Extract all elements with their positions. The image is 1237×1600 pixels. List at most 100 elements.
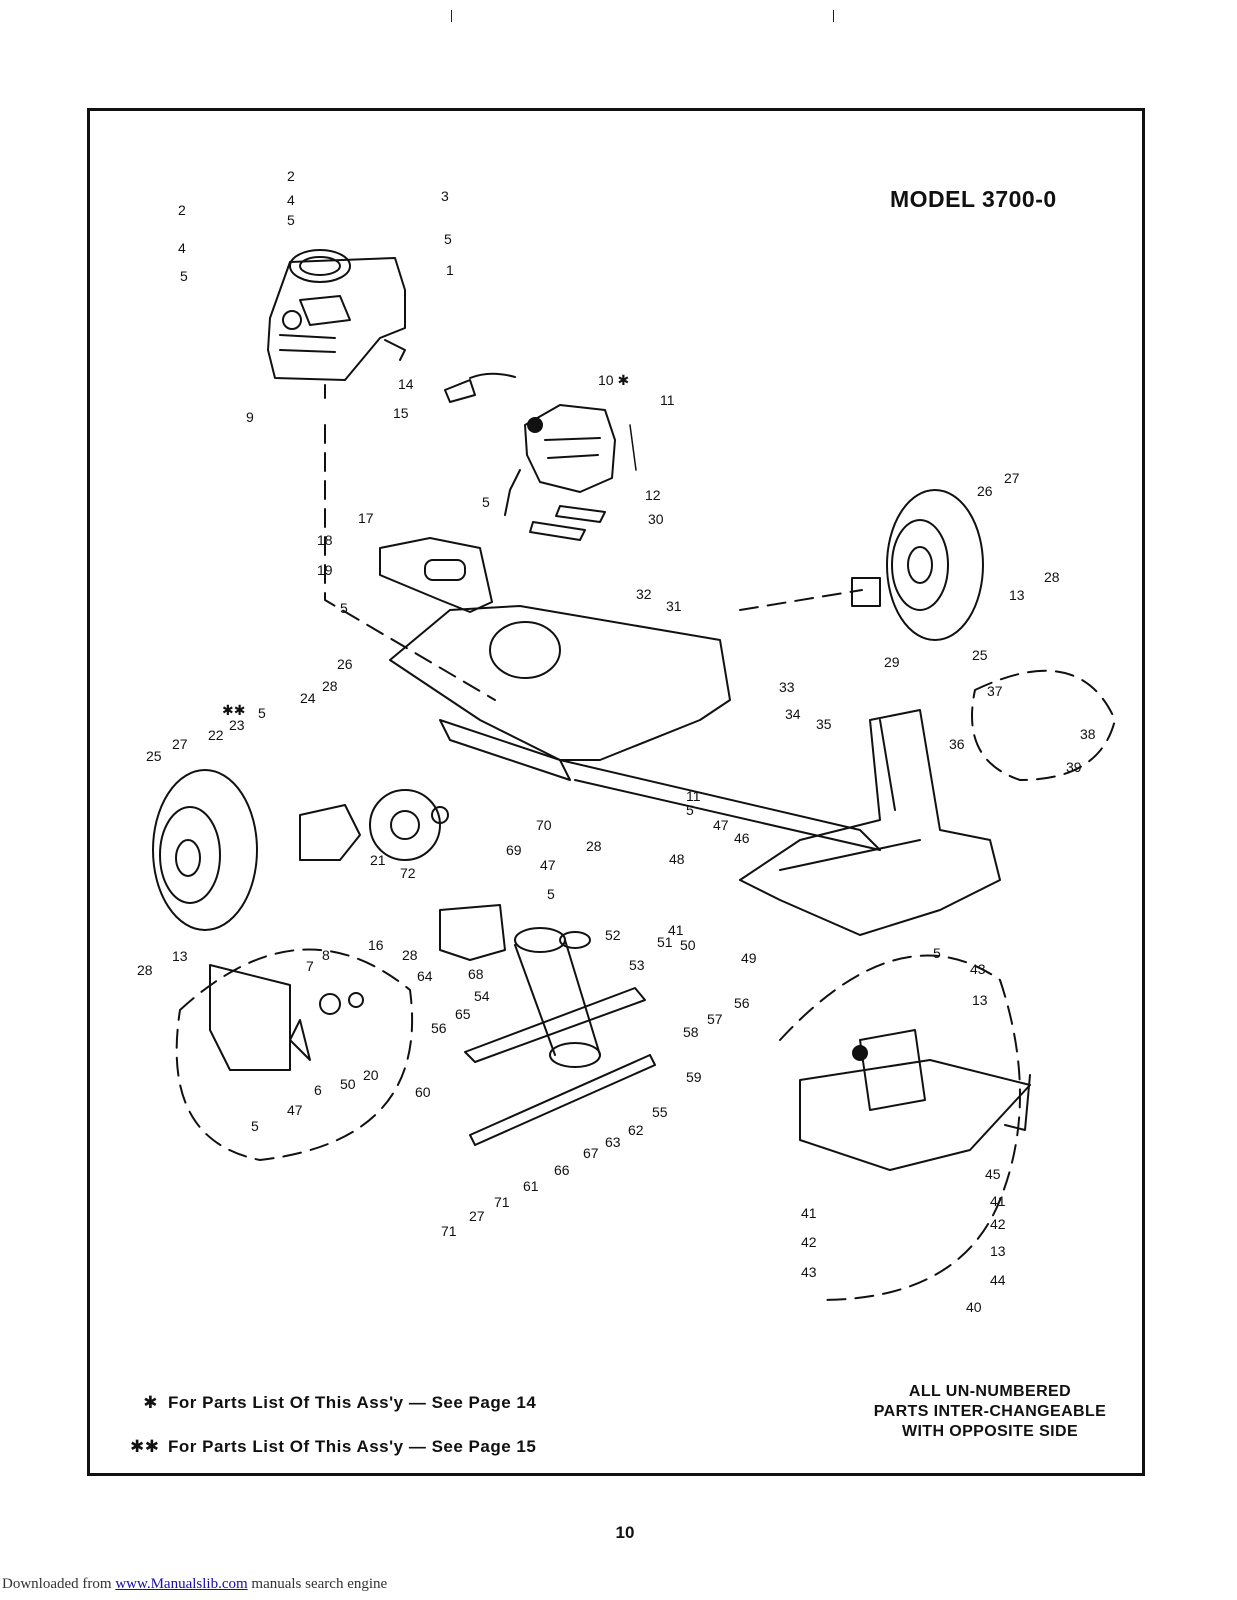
download-footer: Downloaded from www.Manualslib.com manua… bbox=[2, 1576, 387, 1593]
hub-sprocket-drawing bbox=[299, 789, 449, 861]
callout-label: 49 bbox=[741, 950, 757, 966]
callout-label: 33 bbox=[779, 679, 795, 695]
callout-label: 27 bbox=[172, 736, 188, 752]
download-suffix: manuals search engine bbox=[247, 1576, 388, 1592]
footnote-text: For Parts List Of This Ass'y — See Page … bbox=[168, 1393, 537, 1412]
callout-label: 25 bbox=[972, 647, 988, 663]
callout-label: 61 bbox=[523, 1178, 539, 1194]
callout-label: 9 bbox=[246, 409, 254, 425]
callout-label: 26 bbox=[337, 656, 353, 672]
callout-label: 35 bbox=[816, 716, 832, 732]
callout-label: 19 bbox=[317, 562, 333, 578]
callout-label: 67 bbox=[583, 1145, 599, 1161]
callout-label: 70 bbox=[536, 817, 552, 833]
callout-label: 11 bbox=[686, 788, 701, 804]
callout-label: 26 bbox=[977, 483, 993, 499]
callout-label: 32 bbox=[636, 586, 652, 602]
callout-label: 28 bbox=[402, 947, 418, 963]
callout-label: 48 bbox=[669, 851, 685, 867]
manualslib-link[interactable]: www.Manualslib.com bbox=[115, 1576, 248, 1592]
callout-label: 68 bbox=[468, 966, 484, 982]
callout-label: 37 bbox=[987, 683, 1003, 699]
callout-label: 47 bbox=[540, 857, 556, 873]
callout-label: 20 bbox=[363, 1067, 379, 1083]
callout-label: 13 bbox=[990, 1243, 1006, 1259]
callout-label: 6 bbox=[314, 1082, 322, 1098]
callout-label: 72 bbox=[400, 865, 416, 881]
callout-label: 13 bbox=[972, 992, 988, 1008]
seat-drawing bbox=[739, 709, 1001, 936]
callout-label: 5 bbox=[180, 268, 188, 284]
callout-label: 59 bbox=[686, 1069, 702, 1085]
callout-label: ✱✱ bbox=[222, 702, 246, 718]
pulleys-drawing bbox=[514, 927, 601, 1068]
callout-label: 53 bbox=[629, 957, 645, 973]
callout-label: 42 bbox=[990, 1216, 1006, 1232]
callout-label: 56 bbox=[734, 995, 750, 1011]
callout-label: 60 bbox=[415, 1084, 431, 1100]
footnote-page-15: ✱✱ For Parts List Of This Ass'y — See Pag… bbox=[130, 1437, 536, 1457]
transmission-drawing bbox=[504, 404, 637, 516]
engine-drawing bbox=[267, 249, 406, 399]
callout-label: 2 bbox=[178, 202, 186, 218]
callout-label: 65 bbox=[455, 1006, 471, 1022]
callout-label: 24 bbox=[300, 690, 316, 706]
callout-label: 41 bbox=[990, 1193, 1006, 1209]
callout-label: 17 bbox=[358, 510, 374, 526]
callout-label: 63 bbox=[605, 1134, 621, 1150]
callout-label: 4 bbox=[287, 192, 295, 208]
callout-label: 5 bbox=[686, 802, 694, 818]
callout-label: 27 bbox=[469, 1208, 485, 1224]
switch-drawing bbox=[444, 372, 516, 403]
callout-label: 51 bbox=[657, 934, 673, 950]
callout-label: 41 bbox=[668, 922, 684, 938]
callout-label: 39 bbox=[1066, 759, 1082, 775]
model-title: MODEL 3700-0 bbox=[890, 186, 1057, 212]
callout-label: 34 bbox=[785, 706, 801, 722]
belt-guard-drawing bbox=[379, 537, 493, 613]
callout-label: 13 bbox=[172, 948, 188, 964]
note-line: ALL UN-NUMBERED bbox=[908, 1383, 1072, 1400]
footnote-text: For Parts List Of This Ass'y — See Page … bbox=[168, 1437, 537, 1456]
callout-label: 55 bbox=[652, 1104, 668, 1120]
callout-label: 47 bbox=[713, 817, 729, 833]
callout-label: 58 bbox=[683, 1024, 699, 1040]
callout-label: 71 bbox=[494, 1194, 510, 1210]
callout-label: 23 bbox=[229, 717, 245, 733]
download-prefix: Downloaded from bbox=[2, 1576, 116, 1592]
callout-label: 5 bbox=[482, 494, 490, 510]
callout-label: 28 bbox=[1044, 569, 1060, 585]
callout-label: 16 bbox=[368, 937, 384, 953]
callout-label: 47 bbox=[287, 1102, 303, 1118]
callout-label: 25 bbox=[146, 748, 162, 764]
callout-label: 22 bbox=[208, 727, 224, 743]
double-asterisk-icon: ✱✱ bbox=[130, 1437, 160, 1456]
asterisk-icon: ✱ bbox=[143, 1393, 158, 1412]
callout-label: 7 bbox=[306, 958, 314, 974]
callout-label: 64 bbox=[417, 968, 433, 984]
interchangeable-note: ALL UN-NUMBERED PARTS INTER-CHANGEABLE W… bbox=[840, 1382, 1140, 1442]
callout-label: 56 bbox=[431, 1020, 447, 1036]
callout-label: 5 bbox=[287, 212, 295, 228]
callout-label: 38 bbox=[1080, 726, 1096, 742]
callout-label: 21 bbox=[370, 852, 386, 868]
callout-label: 28 bbox=[137, 962, 153, 978]
callout-label: 3 bbox=[441, 188, 449, 204]
callout-label: 27 bbox=[1004, 470, 1020, 486]
callout-label: 46 bbox=[734, 830, 750, 846]
callout-label: 5 bbox=[340, 600, 348, 616]
callout-label: 8 bbox=[322, 947, 330, 963]
callout-label: 69 bbox=[506, 842, 522, 858]
callout-label: 66 bbox=[554, 1162, 570, 1178]
callout-label: 1 bbox=[446, 262, 454, 278]
callout-label: 12 bbox=[645, 487, 661, 503]
callout-label: 30 bbox=[648, 511, 664, 527]
callout-label: 5 bbox=[933, 945, 941, 961]
callout-label: 43 bbox=[801, 1264, 817, 1280]
scan-tick-right bbox=[833, 10, 834, 22]
callout-label: 57 bbox=[707, 1011, 723, 1027]
callout-label: 44 bbox=[990, 1272, 1006, 1288]
callout-label: 5 bbox=[251, 1118, 259, 1134]
callout-label: 28 bbox=[586, 838, 602, 854]
